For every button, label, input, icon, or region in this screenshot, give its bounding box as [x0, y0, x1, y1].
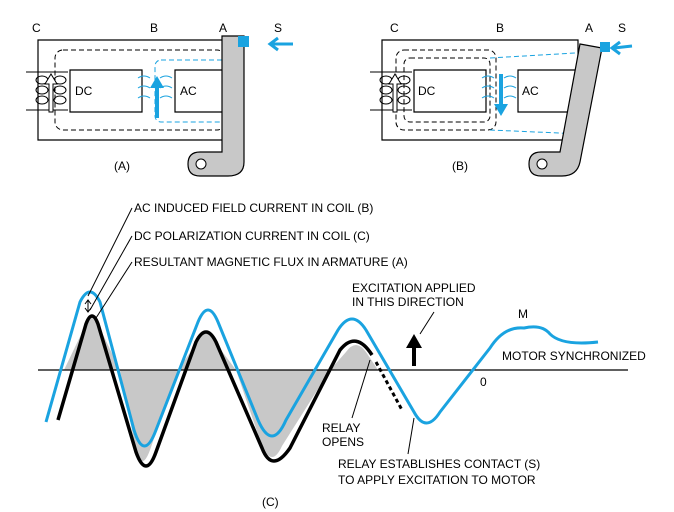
panel-a-armature — [187, 35, 245, 177]
panel-b-label-c: C — [390, 21, 399, 35]
panel-a-label-ac: AC — [180, 84, 197, 98]
panel-b-flux-dc — [395, 49, 497, 131]
panel-a-pivot — [195, 158, 207, 170]
panel-a-flux-dc — [54, 49, 226, 131]
panel-a: C B A S DC AC (A) — [26, 21, 293, 177]
panel-c-relay-opens-1: RELAY — [322, 421, 360, 435]
panel-b-core — [381, 39, 579, 141]
panel-c-gap-arrow — [84, 299, 92, 313]
panel-c-relay-contact-1: RELAY ESTABLISHES CONTACT (S) — [338, 457, 540, 471]
panel-c-callout-dc: DC POLARIZATION CURRENT IN COIL (C) — [134, 229, 370, 243]
panel-b-label-dc: DC — [418, 84, 436, 98]
panel-c-callout-dc-line — [89, 235, 133, 311]
panel-a-label-c: C — [32, 21, 41, 35]
panel-b-flux-ac — [489, 51, 593, 135]
panel-b-label-a: A — [585, 21, 593, 35]
panel-c-flux-curve — [56, 314, 374, 468]
panel-c-callout-flux: RESULTANT MAGNETIC FLUX IN ARMATURE (A) — [134, 255, 408, 269]
panel-b-pivot — [536, 158, 548, 170]
panel-b-arrow-s — [609, 40, 633, 56]
panel-c-relay-contact-2: TO APPLY EXCITATION TO MOTOR — [338, 473, 536, 487]
panel-c-motor-sync: MOTOR SYNCHRONIZED — [502, 349, 646, 363]
panel-a-label-s: S — [274, 21, 282, 35]
panel-c-excitation-2: IN THIS DIRECTION — [352, 295, 464, 309]
panel-c-excitation-1: EXCITATION APPLIED — [352, 281, 476, 295]
panel-a-dc-arrow — [44, 73, 58, 113]
panel-a-label-b: B — [150, 21, 158, 35]
panel-c-callout-ac: AC INDUCED FIELD CURRENT IN COIL (B) — [134, 201, 373, 215]
panel-c-relay-contact-leader — [407, 417, 415, 455]
panel-a-ac-arrow — [150, 76, 164, 118]
panel-c-caption: (C) — [262, 495, 279, 509]
panel-a-core — [37, 39, 236, 141]
panel-b-ac-arrow — [494, 74, 508, 116]
panel-a-caption: (A) — [114, 159, 130, 173]
panel-c-flux-dotted — [374, 361, 404, 411]
panel-c-relay-opens-2: OPENS — [322, 435, 364, 449]
panel-c-relay-opens-leader — [351, 359, 371, 419]
panel-b-dc-arrow — [388, 73, 402, 113]
panel-b: C B A S DC AC (B) — [370, 21, 633, 177]
panel-c-callout-ac-line — [87, 207, 133, 297]
panel-c-marker-m: M — [518, 307, 528, 321]
panel-c-excitation-arrow — [406, 334, 422, 366]
panel-c-zero: 0 — [480, 375, 487, 389]
panel-a-arrow-s — [267, 36, 293, 52]
panel-a-ac-coil — [137, 75, 173, 99]
panel-c-excitation-leader — [419, 311, 435, 335]
panel-b-label-ac: AC — [522, 84, 539, 98]
panel-b-dc-coil — [370, 71, 412, 111]
panel-b-caption: (B) — [452, 159, 468, 173]
panel-b-label-s: S — [618, 21, 626, 35]
panel-b-contact — [600, 42, 610, 52]
panel-b-label-b: B — [496, 21, 504, 35]
panel-c-ac-curve — [44, 290, 599, 448]
panel-c-shaded-area — [64, 316, 378, 461]
panel-a-dc-coil — [26, 71, 68, 111]
panel-b-flux-dc-inner — [403, 57, 491, 123]
panel-b-ac-coil — [481, 75, 517, 99]
panel-c-callout-flux-line — [95, 261, 133, 319]
panel-a-contact — [238, 36, 249, 47]
panel-a-label-a: A — [219, 21, 227, 35]
panel-c: AC INDUCED FIELD CURRENT IN COIL (B) DC … — [38, 201, 646, 509]
panel-a-label-dc: DC — [75, 84, 93, 98]
panel-b-armature — [528, 43, 603, 177]
